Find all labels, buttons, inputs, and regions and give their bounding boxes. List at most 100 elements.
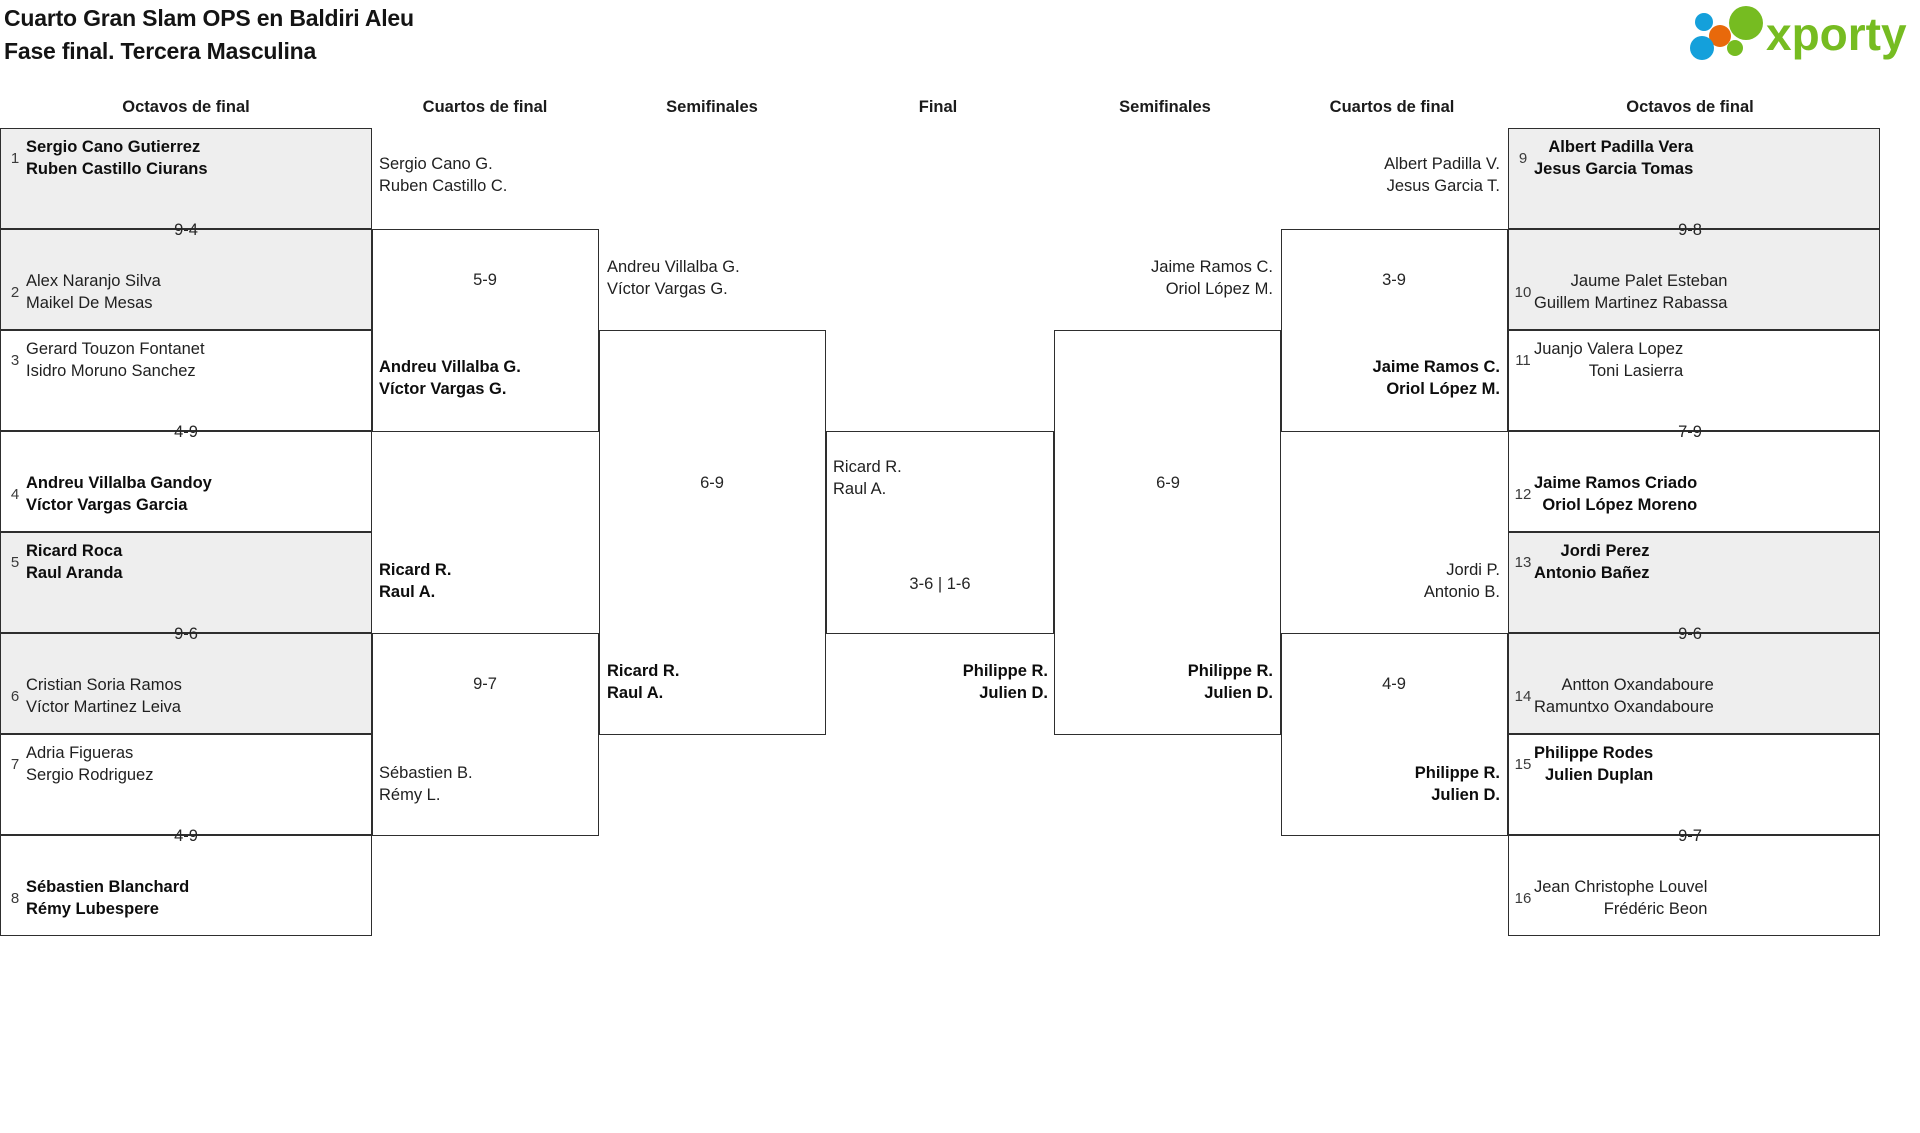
octavos-left-cell-8[interactable] xyxy=(0,835,372,936)
round-heading-right-cuartos: Cuartos de final xyxy=(1329,98,1455,116)
octavos-left-entry-8[interactable]: 8 Sébastien Blanchard Rémy Lubespere xyxy=(4,868,368,928)
player-name-2: Jesus Garcia Tomas xyxy=(1534,160,1694,178)
octavos-left-cell-1[interactable] xyxy=(0,128,372,229)
cuartos-left-box-1[interactable] xyxy=(372,229,599,432)
octavos-right-score-4: 9-7 xyxy=(1678,827,1702,845)
round-heading-right-semis: Semifinales xyxy=(1119,98,1211,116)
player-name-2: Julien D. xyxy=(1204,684,1273,702)
player-name-2: Ramuntxo Oxandaboure xyxy=(1534,698,1714,716)
octavos-right-cell-15[interactable] xyxy=(1508,734,1880,835)
semis-right-score: 6-9 xyxy=(1156,474,1180,492)
player-name-1: Albert Padilla Vera xyxy=(1548,137,1694,156)
player-name-2: Oriol López Moreno xyxy=(1542,496,1698,514)
octavos-right-cell-9[interactable] xyxy=(1508,128,1880,229)
octavos-right-entry-11[interactable]: 11 Juanjo Valera Lopez Toni Lasierra xyxy=(1512,330,1876,390)
seed-number: 14 xyxy=(1514,687,1532,705)
octavos-right-entry-12[interactable]: 12 Jaime Ramos Criado Oriol López Moreno xyxy=(1512,464,1876,524)
cuartos-right-team-1[interactable]: Albert Padilla V. Jesus Garcia T. xyxy=(1280,150,1500,200)
logo-dot-blue-large xyxy=(1690,36,1714,60)
semis-left-team-1[interactable]: Andreu Villalba G. Víctor Vargas G. xyxy=(607,253,827,303)
cuartos-left-team-3[interactable]: Ricard R. Raul A. xyxy=(379,556,599,606)
player-name-1: Cristian Soria Ramos xyxy=(26,675,182,694)
player-name-2: Frédéric Beon xyxy=(1603,900,1708,918)
player-name-1: Sébastien B. xyxy=(379,763,473,782)
octavos-right-cell-11[interactable] xyxy=(1508,330,1880,431)
semis-right-team-1[interactable]: Jaime Ramos C. Oriol López M. xyxy=(1053,253,1273,303)
player-name-1: Ricard R. xyxy=(607,661,680,680)
seed-number: 2 xyxy=(10,283,20,301)
octavos-right-entry-10[interactable]: 10 Jaume Palet Esteban Guillem Martinez … xyxy=(1512,262,1876,322)
octavos-right-cell-13[interactable] xyxy=(1508,532,1880,633)
octavos-right-cell-14[interactable] xyxy=(1508,633,1880,734)
cuartos-left-box-2[interactable] xyxy=(372,633,599,836)
cuartos-right-team-2[interactable]: Jaime Ramos C. Oriol López M. xyxy=(1280,353,1500,403)
cuartos-left-team-1[interactable]: Sergio Cano G. Ruben Castillo C. xyxy=(379,150,599,200)
seed-number: 16 xyxy=(1514,889,1532,907)
round-heading-left-octavos: Octavos de final xyxy=(122,98,250,116)
octavos-right-entry-14[interactable]: 14 Antton Oxandaboure Ramuntxo Oxandabou… xyxy=(1512,666,1876,726)
seed-number: 6 xyxy=(10,687,20,705)
octavos-right-entry-13[interactable]: 13 Jordi Perez Antonio Bañez xyxy=(1512,532,1876,592)
player-name-1: Jordi P. xyxy=(1446,560,1500,579)
logo-dot-green-large xyxy=(1729,6,1763,40)
octavos-right-entry-16[interactable]: 16 Jean Christophe Louvel Frédéric Beon xyxy=(1512,868,1876,928)
cuartos-right-box-2[interactable] xyxy=(1281,633,1508,836)
final-box[interactable] xyxy=(826,431,1054,634)
octavos-right-entry-9[interactable]: 9 Albert Padilla Vera Jesus Garcia Tomas xyxy=(1512,128,1876,188)
octavos-right-cell-10[interactable] xyxy=(1508,229,1880,330)
octavos-left-cell-4[interactable] xyxy=(0,431,372,532)
round-heading-left-cuartos: Cuartos de final xyxy=(422,98,548,116)
semis-left-team-2[interactable]: Ricard R. Raul A. xyxy=(607,657,827,707)
player-name-2: Víctor Vargas Garcia xyxy=(26,496,188,514)
octavos-right-entry-15[interactable]: 15 Philippe Rodes Julien Duplan xyxy=(1512,734,1876,794)
octavos-left-entry-5[interactable]: 5 Ricard Roca Raul Aranda xyxy=(4,532,368,592)
final-team-top[interactable]: Ricard R. Raul A. xyxy=(833,453,1053,503)
cuartos-right-team-4[interactable]: Philippe R. Julien D. xyxy=(1280,759,1500,809)
player-name-2: Ruben Castillo C. xyxy=(379,177,508,195)
semis-right-team-2[interactable]: Philippe R. Julien D. xyxy=(1053,657,1273,707)
final-team-bottom[interactable]: Philippe R. Julien D. xyxy=(828,657,1048,707)
player-name-2: Antonio Bañez xyxy=(1534,564,1650,582)
octavos-left-entry-2[interactable]: 2 Alex Naranjo Silva Maikel De Mesas xyxy=(4,262,368,322)
cuartos-left-team-4[interactable]: Sébastien B. Rémy L. xyxy=(379,759,599,809)
round-heading-final: Final xyxy=(918,98,958,116)
team-names: Andreu Villalba Gandoy Víctor Vargas Gar… xyxy=(26,472,212,517)
seed-number: 8 xyxy=(10,889,20,907)
octavos-right-cell-16[interactable] xyxy=(1508,835,1880,936)
octavos-left-cell-7[interactable] xyxy=(0,734,372,835)
player-name-1: Philippe R. xyxy=(1414,763,1500,782)
player-name-1: Jean Christophe Louvel xyxy=(1534,877,1708,896)
player-name-2: Isidro Moruno Sanchez xyxy=(26,362,196,380)
octavos-left-cell-2[interactable] xyxy=(0,229,372,330)
octavos-left-entry-6[interactable]: 6 Cristian Soria Ramos Víctor Martinez L… xyxy=(4,666,368,726)
octavos-left-score-1: 9-4 xyxy=(174,221,198,239)
octavos-left-entry-7[interactable]: 7 Adria Figueras Sergio Rodriguez xyxy=(4,734,368,794)
octavos-left-cell-6[interactable] xyxy=(0,633,372,734)
octavos-left-entry-4[interactable]: 4 Andreu Villalba Gandoy Víctor Vargas G… xyxy=(4,464,368,524)
cuartos-left-team-2[interactable]: Andreu Villalba G. Víctor Vargas G. xyxy=(379,353,599,403)
cuartos-right-box-1[interactable] xyxy=(1281,229,1508,432)
player-name-1: Andreu Villalba Gandoy xyxy=(26,473,212,492)
octavos-left-entry-3[interactable]: 3 Gerard Touzon Fontanet Isidro Moruno S… xyxy=(4,330,368,390)
semis-left-box[interactable] xyxy=(599,330,826,735)
octavos-left-cell-5[interactable] xyxy=(0,532,372,633)
seed-number: 1 xyxy=(10,149,20,167)
octavos-left-cell-3[interactable] xyxy=(0,330,372,431)
logo-dot-blue-small xyxy=(1695,13,1713,31)
seed-number: 13 xyxy=(1514,553,1532,571)
player-name-2: Julien Duplan xyxy=(1545,766,1654,784)
player-name-2: Julien D. xyxy=(979,684,1048,702)
logo-dot-orange xyxy=(1709,25,1731,47)
octavos-left-entry-1[interactable]: 1 Sergio Cano Gutierrez Ruben Castillo C… xyxy=(4,128,368,188)
team-names: Philippe Rodes Julien Duplan xyxy=(1534,742,1653,787)
player-name-1: Sergio Cano Gutierrez xyxy=(26,137,201,156)
semis-left-score: 6-9 xyxy=(700,474,724,492)
team-names: Antton Oxandaboure Ramuntxo Oxandaboure xyxy=(1534,674,1714,719)
team-names: Sergio Cano Gutierrez Ruben Castillo Ciu… xyxy=(26,136,208,181)
octavos-right-cell-12[interactable] xyxy=(1508,431,1880,532)
semis-right-box[interactable] xyxy=(1054,330,1281,735)
player-name-1: Philippe Rodes xyxy=(1534,743,1654,762)
cuartos-right-team-3[interactable]: Jordi P. Antonio B. xyxy=(1280,556,1500,606)
player-name-2: Ruben Castillo Ciurans xyxy=(26,160,208,178)
cuartos-left-score-1: 5-9 xyxy=(473,271,497,289)
